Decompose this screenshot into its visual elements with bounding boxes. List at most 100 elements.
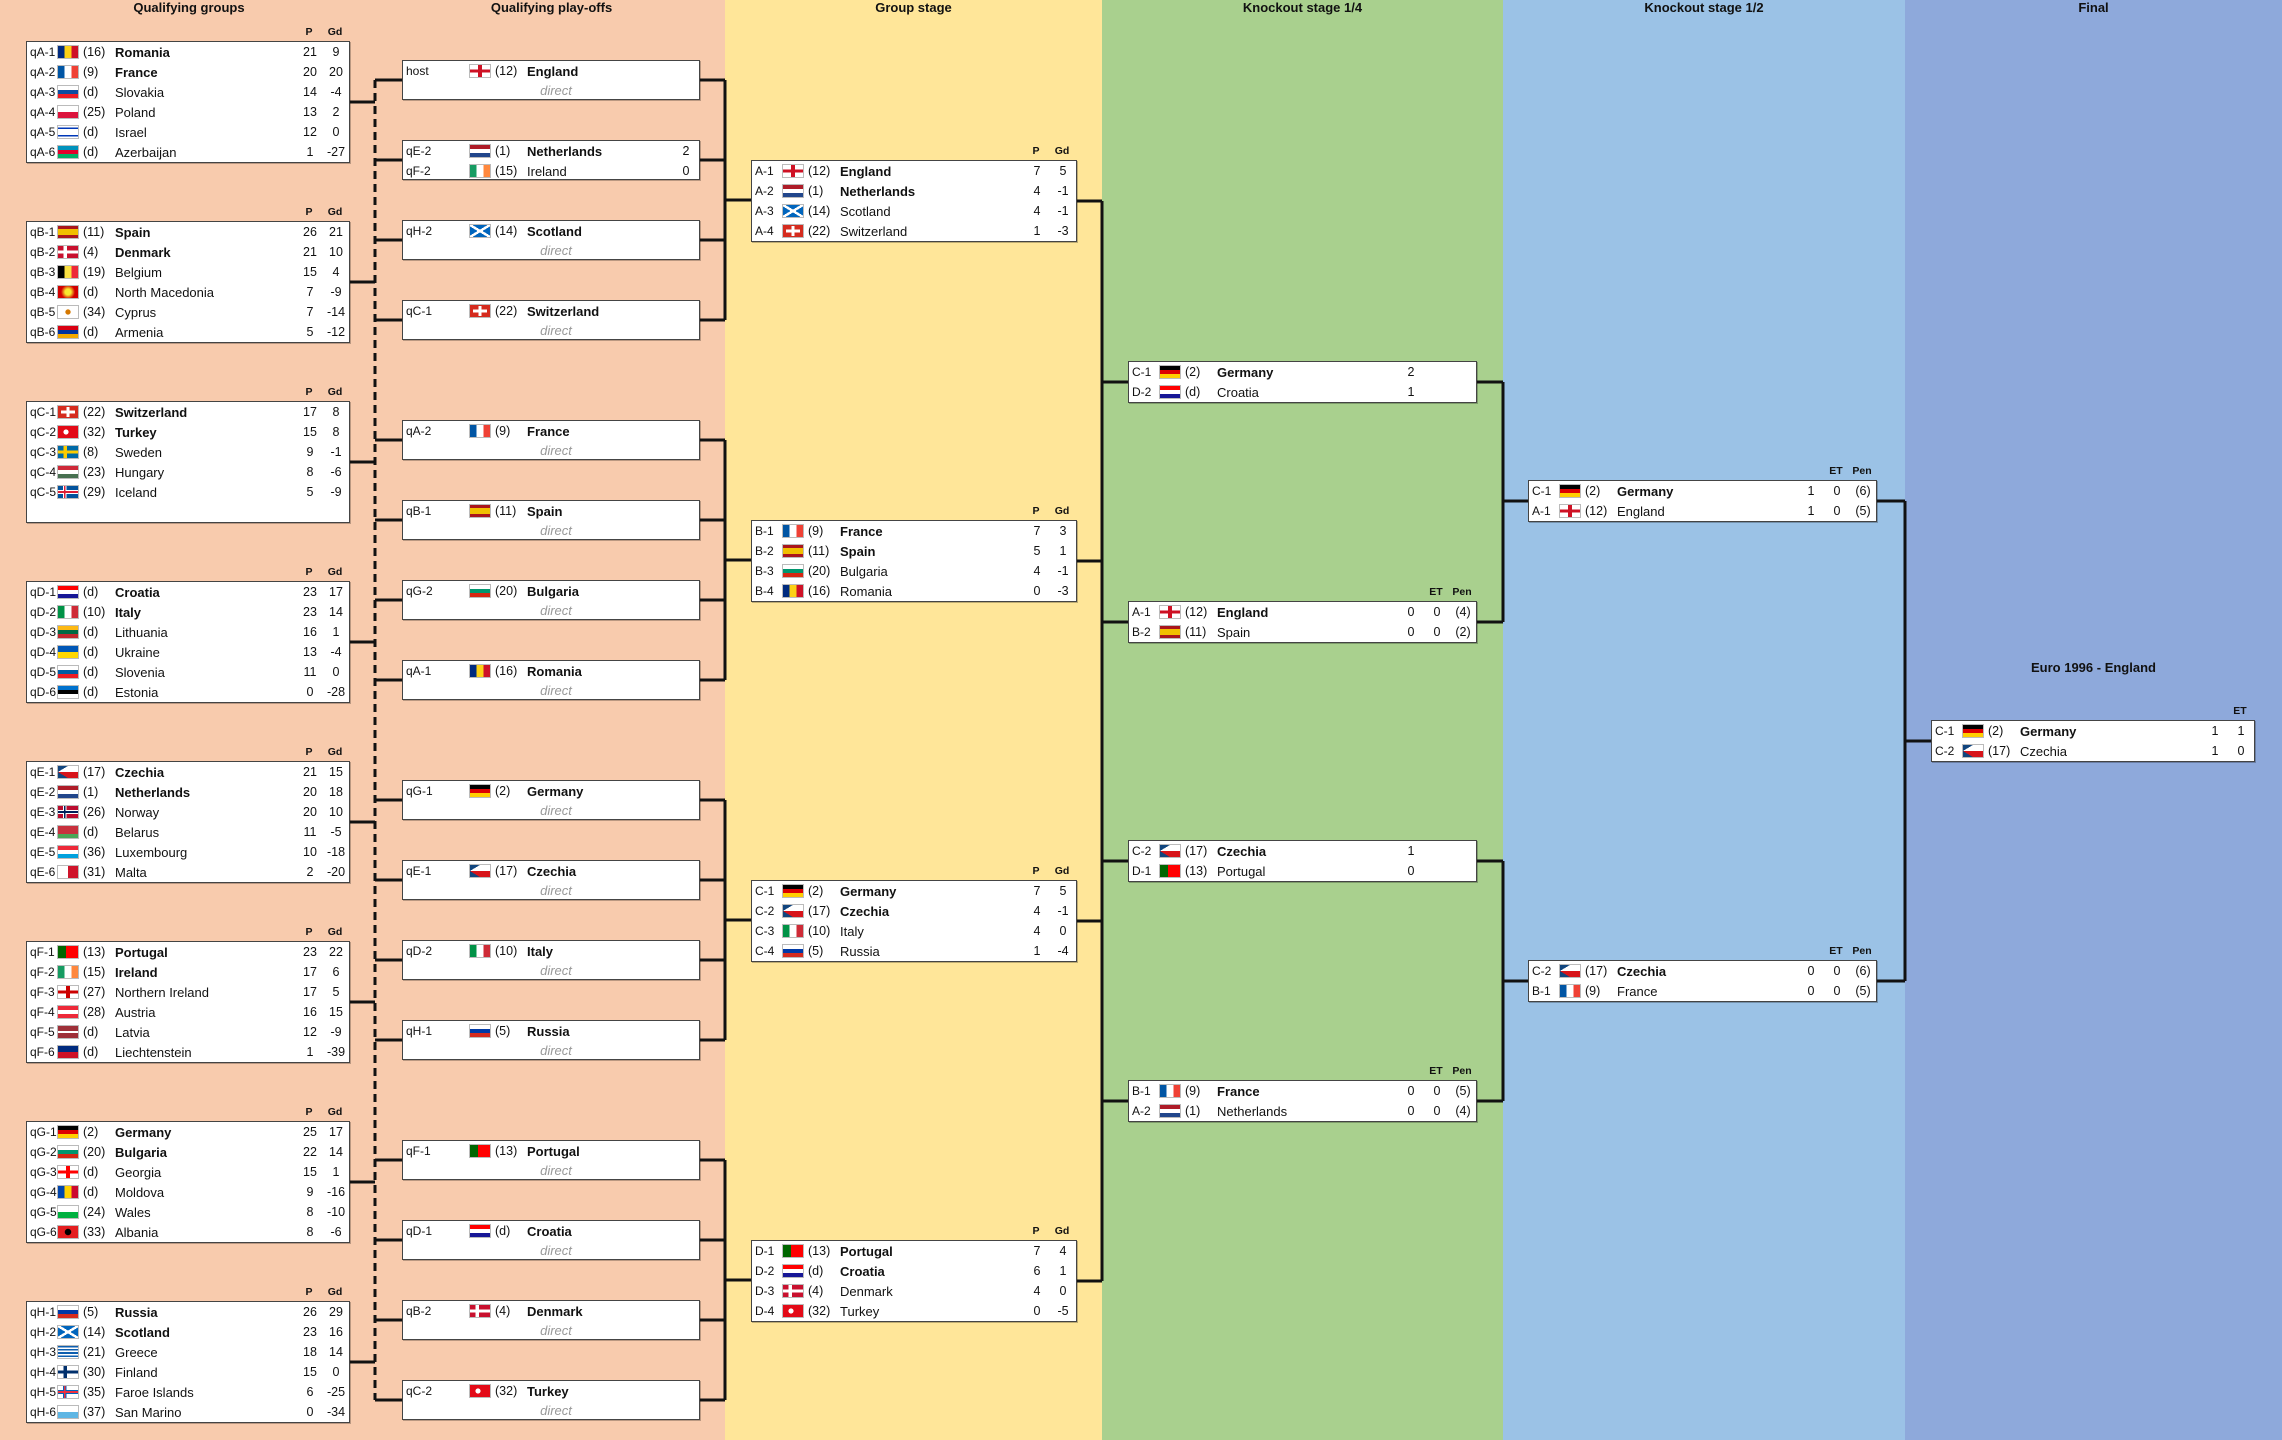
team-row[interactable]: qB-2(4)Denmark (403, 1301, 699, 1321)
team-row[interactable]: qG-1(2)Germany (403, 781, 699, 801)
team-row[interactable]: qB-1(11)Spain (403, 501, 699, 521)
team-row[interactable]: qH-1(5)Russia (403, 1021, 699, 1041)
team-row[interactable]: qH-2(14)Scotland (403, 221, 699, 241)
team-row[interactable]: qA-2(9)France (403, 421, 699, 441)
team-row[interactable]: qG-2(20)Bulgaria (403, 581, 699, 601)
team-row[interactable]: qC-1(22)Switzerland (403, 301, 699, 321)
team-row[interactable]: qE-1(17)Czechia (403, 861, 699, 881)
team-row[interactable]: host(12)England (403, 61, 699, 81)
team-row[interactable]: qD-1(d)Croatia (403, 1221, 699, 1241)
team-row[interactable]: qA-1(16)Romania (403, 661, 699, 681)
